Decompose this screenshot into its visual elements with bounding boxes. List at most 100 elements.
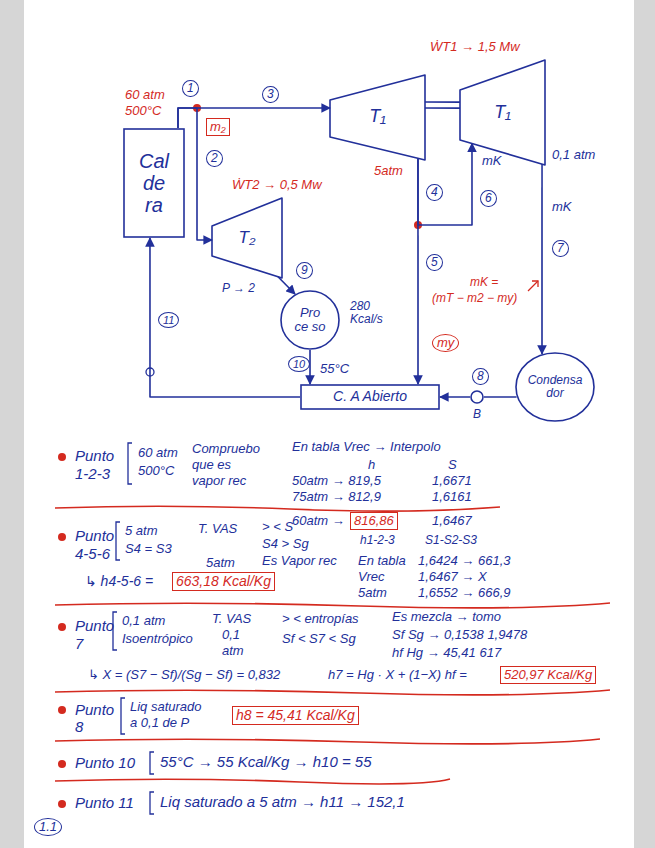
flow-line (541, 164, 543, 354)
note-text: 7 (75, 636, 83, 653)
callout-number: 6 (480, 190, 497, 207)
note-text: mK (482, 154, 502, 168)
result-box: h8 = 45,41 Kcal/Kg (232, 706, 359, 725)
result-box: 663,18 Kcal/Kg (172, 572, 275, 591)
note-text: 1,6161 (432, 490, 472, 504)
note-text: 0,1 (222, 628, 240, 642)
note-text: S4 = S3 (125, 542, 172, 556)
note-text: S4 > Sg (262, 537, 309, 551)
note-text: En tabla Vrec → Interpolo (292, 440, 441, 454)
note-text: 1,6467 (432, 514, 472, 528)
note-text: h1-2-3 (360, 534, 395, 547)
note-text: Punto (75, 528, 114, 545)
note-text: hf Hg → 45,41 617 (392, 646, 501, 660)
note-text: 1,6671 (432, 474, 472, 488)
note-text: 1-2-3 (75, 466, 110, 483)
callout-number: 10 (288, 356, 310, 372)
callout-number: 3 (262, 86, 279, 103)
boiler-box: Cal de ra (123, 128, 185, 238)
process-circle: Pro ce so (280, 290, 340, 350)
paper-shadow (0, 0, 24, 848)
note-text: 75atm → 812,9 (292, 490, 381, 504)
flow-line (425, 102, 460, 108)
note-text: 0,1 atm (122, 614, 165, 628)
node-label: Pro ce so (292, 306, 328, 335)
pump-symbol: B (470, 390, 484, 420)
note-text: Vrec (358, 570, 385, 584)
node-label: Condensa dor (522, 374, 588, 400)
note-text: mK (552, 200, 572, 214)
callout-number: 7 (552, 240, 569, 257)
heater-box: C. A Abierto (300, 384, 440, 410)
result-box: m₂ (206, 118, 230, 136)
turbine-shape: T₁ (460, 60, 545, 165)
note-text: (mT − m2 − my) (432, 292, 517, 305)
condenser-circle: Condensa dor (515, 352, 595, 422)
node-label: C. A Abierto (333, 389, 407, 404)
note-text: h (368, 458, 375, 472)
note-text: Punto (75, 618, 114, 635)
result-box: 520,97 Kcal/Kg (500, 666, 596, 684)
callout-number: 11 (158, 312, 179, 328)
note-text: Es Vapor rec (262, 554, 337, 568)
note-text: Punto 11 (75, 795, 134, 812)
node-label: T₁ (369, 107, 386, 127)
note-text: atm (222, 644, 244, 658)
note-text: que es (192, 458, 231, 472)
note-text: 60 atm (138, 446, 178, 460)
note-text: h7 = Hg · X + (1−X) hf = (328, 668, 467, 682)
note-text: ẆT1 → 1,5 Mw (430, 40, 520, 54)
flow-line (418, 143, 472, 225)
note-text: > < entropías (282, 612, 359, 626)
note-text: Isoentrópico (122, 632, 193, 646)
callout-number: 5 (426, 254, 443, 271)
note-text: 60atm → (292, 514, 345, 528)
note-text: Compruebo (192, 442, 260, 456)
note-text: Punto (75, 448, 114, 465)
paper-shadow (634, 0, 655, 848)
callout-number: 8 (472, 368, 489, 385)
note-text: 0,1 atm (552, 148, 595, 162)
note-text: ↳ h4-5-6 = (85, 574, 153, 589)
callout-number: 1 (182, 80, 199, 97)
turbine-shape: T₁ (330, 72, 425, 162)
note-text: 55°C → 55 Kcal/Kg → h10 = 55 (160, 754, 372, 771)
note-text: En tabla (358, 554, 406, 568)
note-text: 4-5-6 (75, 546, 110, 563)
flow-line (309, 350, 311, 384)
callout-number: 1.1 (34, 818, 62, 836)
note-text: 280 Kcal/s (350, 300, 406, 326)
node-label: B (473, 408, 481, 420)
note-text: S (448, 458, 457, 472)
red-pointer (528, 281, 538, 291)
note-text: Liq saturado a 5 atm → h11 → 152,1 (160, 794, 405, 811)
flow-line (150, 238, 300, 397)
flow-line (178, 108, 330, 128)
note-text: P → 2 (222, 282, 255, 295)
note-text: 5atm (358, 586, 387, 600)
flow-line (440, 396, 470, 398)
node-label: T₁ (494, 103, 511, 123)
callout-number: 2 (206, 150, 223, 167)
note-text: 1,6424 → 661,3 (418, 554, 511, 568)
note-text: 55°C (320, 362, 349, 376)
note-text: T. VAS (198, 522, 237, 536)
note-text: 60 atm (125, 88, 165, 102)
note-text: Punto (75, 702, 114, 719)
note-text: S1-S2-S3 (425, 534, 477, 547)
callout-number: 9 (296, 262, 313, 279)
note-text: Punto 10 (75, 755, 135, 772)
node-label: T₂ (239, 229, 256, 248)
note-text: 8 (75, 719, 83, 736)
callout-number: my (432, 334, 459, 352)
note-text: 5atm (206, 556, 235, 570)
flow-line (484, 396, 517, 398)
result-box: 816,86 (350, 512, 398, 530)
note-text: Liq saturado (130, 700, 202, 714)
note-text: 1,6467 → X (418, 570, 487, 584)
callout-number: 4 (426, 184, 443, 201)
node-label: Cal de ra (133, 150, 175, 216)
red-separators (55, 506, 610, 784)
note-text: vapor rec (192, 474, 246, 488)
